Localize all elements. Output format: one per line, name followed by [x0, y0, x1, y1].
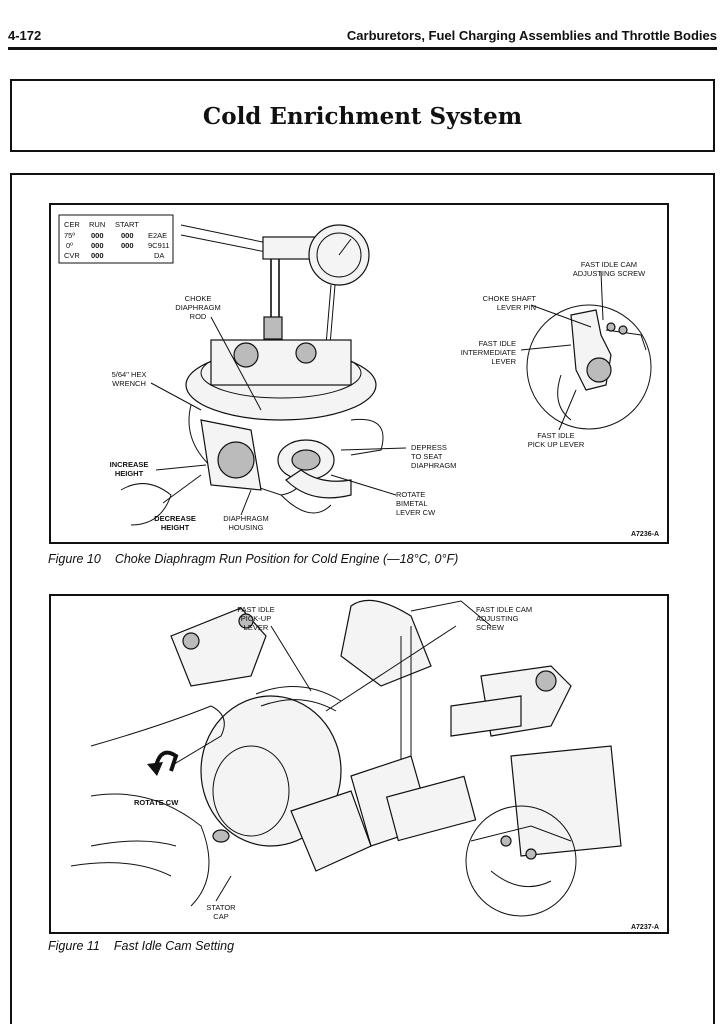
label-rotate-2: BIMETAL — [396, 499, 428, 508]
label-rotate-cw: ROTATE CW — [134, 798, 179, 807]
label-housing-1: DIAPHRAGM — [223, 514, 268, 523]
label-intermediate-1: FAST IDLE — [479, 339, 516, 348]
hand — [70, 705, 225, 907]
label-cam-1: FAST IDLE CAM — [476, 605, 532, 614]
cal-r1-c3: 000 — [121, 231, 134, 240]
cal-r3-c2: 000 — [91, 251, 104, 260]
page-title: Cold Enrichment System — [202, 103, 523, 130]
label-choke-rod-2: DIAPHRAGM — [175, 303, 220, 312]
figure-11-reference: A7237-A — [631, 924, 659, 931]
label-stator-2: CAP — [213, 912, 228, 921]
calibration-table — [58, 214, 174, 264]
label-rotate-1: ROTATE — [396, 490, 425, 499]
cal-header-cer: CER — [64, 220, 80, 229]
label-pickup-2: PICK UP LEVER — [528, 440, 585, 449]
label-stator-1: STATOR — [206, 903, 236, 912]
label-housing-2: HOUSING — [228, 523, 263, 532]
fast-idle-inset — [465, 805, 577, 917]
title-box: Cold Enrichment System — [10, 79, 715, 152]
label-pickup-2: PICK-UP — [241, 614, 271, 623]
cal-r3-c4: DA — [154, 251, 164, 260]
label-hex-wrench-2: WRENCH — [112, 379, 146, 388]
header-rule — [8, 47, 717, 50]
page-number: 4-172 — [8, 28, 42, 43]
figure-11-illustration: FAST IDLE PICK-UP LEVER FAST IDLE CAM AD… — [70, 599, 659, 931]
dial-indicator — [180, 224, 370, 346]
figure-10: CER RUN START 75º 000 000 E2AE 0º 000 00… — [49, 203, 669, 544]
cal-r2-c4: 9C911 — [148, 241, 170, 250]
label-intermediate-2: INTERMEDIATE — [461, 348, 516, 357]
label-depress-2: TO SEAT — [411, 452, 443, 461]
label-pickup-1: FAST IDLE — [537, 431, 574, 440]
label-depress-3: DIAPHRAGM — [411, 461, 456, 470]
label-increase-2: HEIGHT — [115, 469, 144, 478]
figure-11-caption: Figure 11 Fast Idle Cam Setting — [48, 939, 234, 953]
cal-r3-c1: CVR — [64, 251, 80, 260]
figure-10-caption: Figure 10 Choke Diaphragm Run Position fo… — [48, 552, 458, 566]
fast-idle-detail-inset — [526, 304, 652, 430]
label-cam-screw-1: FAST IDLE CAM — [581, 260, 637, 269]
figure-11-number: Figure 11 — [48, 939, 100, 953]
label-depress-1: DEPRESS — [411, 443, 447, 452]
label-intermediate-3: LEVER — [491, 357, 516, 366]
page-header: 4-172 Carburetors, Fuel Charging Assembl… — [8, 26, 717, 46]
cal-r2-c2: 000 — [91, 241, 104, 250]
cal-r1-c2: 000 — [91, 231, 104, 240]
figure-11-caption-text: Fast Idle Cam Setting — [113, 939, 235, 953]
figure-10-number: Figure 10 — [48, 552, 101, 566]
figures-frame — [10, 173, 715, 1024]
figure-10-caption-text: Choke Diaphragm Run Position for Cold En… — [114, 552, 459, 566]
label-choke-rod-1: CHOKE — [185, 294, 212, 303]
cal-r2-c1: 0º — [66, 241, 73, 250]
label-pickup-3: LEVER — [244, 623, 269, 632]
label-rotate-3: LEVER CW — [396, 508, 436, 517]
section-title: Carburetors, Fuel Charging Assemblies an… — [346, 28, 717, 43]
label-pickup-1: FAST IDLE — [237, 605, 274, 614]
cal-header-start: START — [115, 220, 139, 229]
cal-r2-c3: 000 — [121, 241, 134, 250]
label-shaft-pin-2: LEVER PIN — [497, 303, 536, 312]
label-cam-2: ADJUSTING — [476, 614, 519, 623]
label-cam-3: SCREW — [476, 623, 505, 632]
figure-11-leaders — [215, 625, 457, 902]
figure-10-leaders — [150, 271, 604, 516]
figure-11: FAST IDLE PICK-UP LEVER FAST IDLE CAM AD… — [49, 594, 669, 934]
rotate-arrow — [147, 750, 179, 776]
label-shaft-pin-1: CHOKE SHAFT — [483, 294, 537, 303]
figure-10-illustration: CER RUN START 75º 000 000 E2AE 0º 000 00… — [58, 214, 659, 538]
cal-header-run: RUN — [89, 220, 105, 229]
cal-r1-c1: 75º — [64, 231, 75, 240]
figure-10-reference: A7236-A — [631, 531, 659, 538]
label-decrease-2: HEIGHT — [161, 523, 190, 532]
label-hex-wrench-1: 5/64" HEX — [112, 370, 147, 379]
label-cam-screw-2: ADJUSTING SCREW — [573, 269, 646, 278]
cal-r1-c4: E2AE — [148, 231, 167, 240]
label-increase-1: INCREASE — [110, 460, 149, 469]
carburetor-assembly — [120, 339, 384, 526]
label-choke-rod-3: ROD — [190, 312, 207, 321]
stator-cap-connector — [290, 755, 477, 872]
label-decrease-1: DECREASE — [154, 514, 196, 523]
